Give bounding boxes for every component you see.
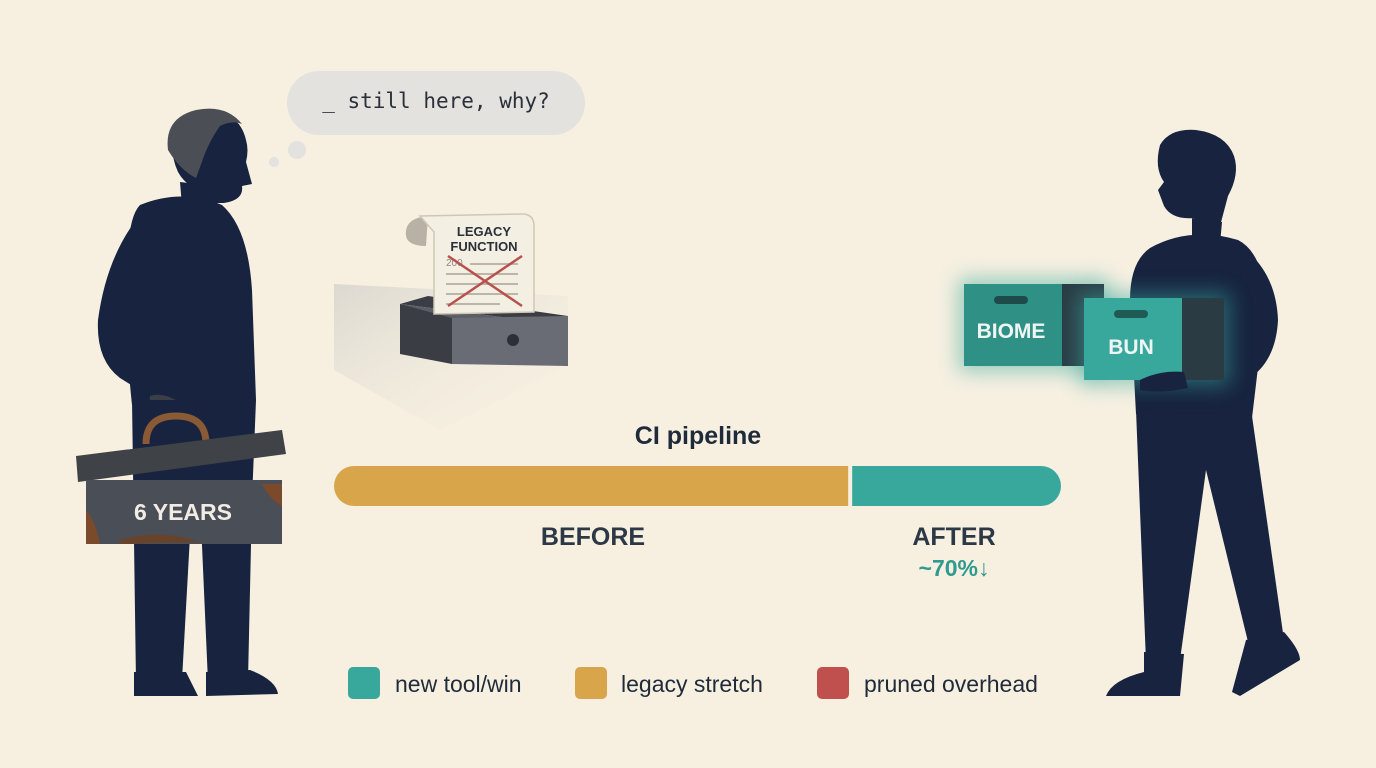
pipeline-bar-after bbox=[830, 466, 1061, 506]
thought-bubble: _ still here, why? bbox=[287, 71, 585, 135]
legend-swatch-pruned bbox=[817, 667, 849, 699]
right-hand-lower bbox=[1140, 371, 1188, 392]
thought-bubble-text: _ still here, why? bbox=[322, 89, 550, 113]
left-person-figure bbox=[97, 108, 278, 696]
bun-box-handle bbox=[1114, 310, 1148, 318]
pipeline-bar-after-edge bbox=[850, 466, 875, 506]
bun-box: BUN bbox=[1078, 292, 1230, 386]
biome-box-label: BIOME bbox=[977, 320, 1046, 343]
pipeline-after-label: AFTER bbox=[912, 523, 995, 551]
legend-label-new-tool: new tool/win bbox=[395, 671, 522, 697]
pipeline-bar-before bbox=[334, 466, 871, 506]
pipeline-title: CI pipeline bbox=[635, 422, 762, 450]
legend-swatch-legacy bbox=[575, 667, 607, 699]
biome-box: BIOME bbox=[958, 278, 1108, 372]
biome-box-handle bbox=[994, 296, 1028, 304]
drawer-knob bbox=[507, 334, 519, 346]
legacy-toolbox: 6 YEARS bbox=[76, 412, 286, 544]
scroll-title-line1: LEGACY bbox=[457, 224, 512, 239]
right-person-figure bbox=[1106, 129, 1300, 696]
bun-box-label: BUN bbox=[1108, 336, 1154, 359]
pipeline-bar-divider bbox=[848, 466, 853, 506]
toolbox-label: 6 YEARS bbox=[134, 499, 232, 525]
pipeline-before-label: BEFORE bbox=[541, 523, 645, 551]
thought-dot-large bbox=[288, 141, 306, 159]
scroll-title-line2: FUNCTION bbox=[450, 239, 517, 254]
legend: new tool/win legacy stretch pruned overh… bbox=[348, 667, 1038, 699]
ci-pipeline: CI pipeline BEFORE AFTER ~70%↓ bbox=[334, 422, 1061, 581]
scroll-code: 200 bbox=[446, 258, 463, 269]
pipeline-reduction: ~70%↓ bbox=[919, 555, 990, 581]
legacy-function-scroll: LEGACY FUNCTION 200 bbox=[405, 213, 535, 315]
thought-dot-small bbox=[269, 157, 279, 167]
legend-swatch-new-tool bbox=[348, 667, 380, 699]
legend-label-pruned: pruned overhead bbox=[864, 671, 1038, 697]
legend-label-legacy: legacy stretch bbox=[621, 671, 763, 697]
pipeline-bar-before-edge bbox=[826, 466, 851, 506]
strike-line-b bbox=[447, 254, 523, 308]
